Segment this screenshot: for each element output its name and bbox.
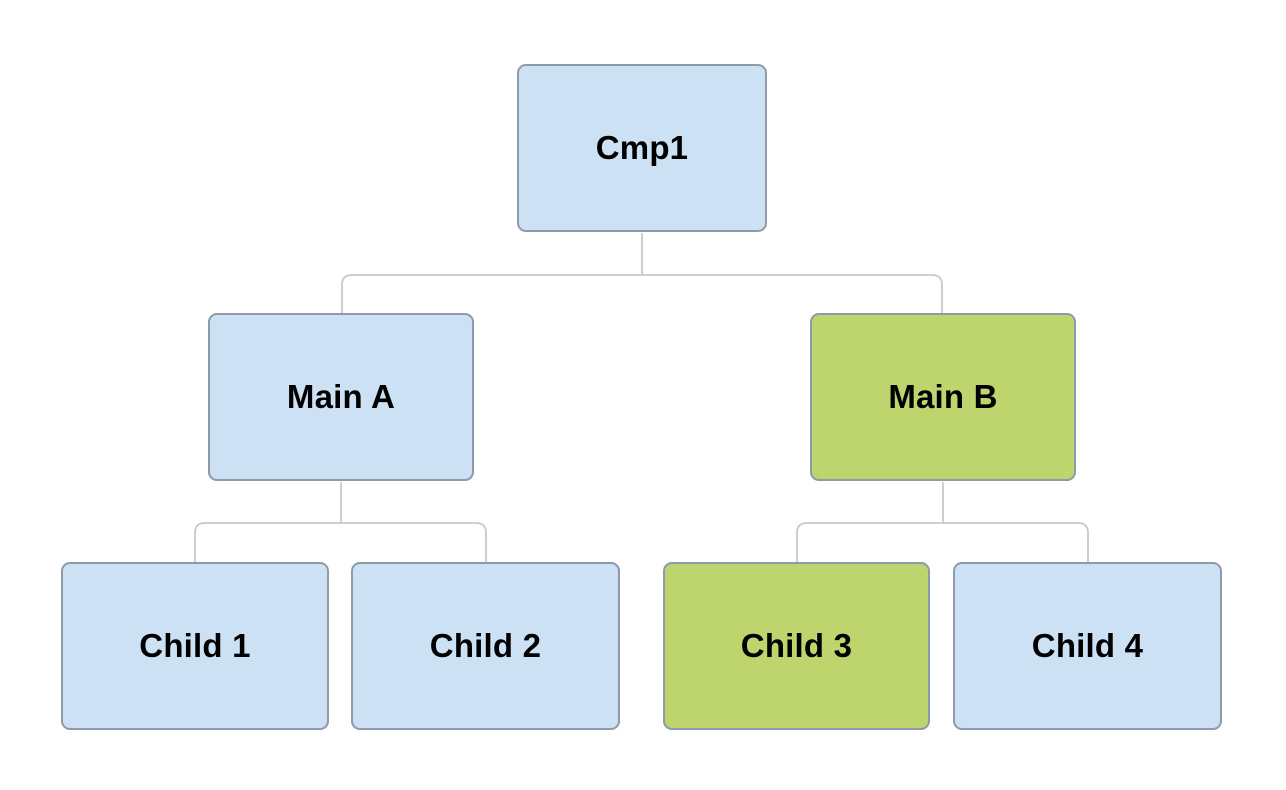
node-main-a[interactable]: Main A (208, 313, 474, 481)
node-child-4[interactable]: Child 4 (953, 562, 1222, 730)
node-child-3[interactable]: Child 3 (663, 562, 930, 730)
node-label: Child 3 (740, 627, 853, 664)
node-label: Child 1 (139, 627, 251, 664)
node-label: Main A (286, 378, 396, 415)
connector-main-a-rail (194, 522, 487, 563)
node-main-b[interactable]: Main B (810, 313, 1076, 481)
connector-cmp1-rail (341, 274, 943, 314)
node-label: Child 4 (1031, 627, 1144, 664)
connector-main-b-rail (796, 522, 1089, 563)
node-label: Main B (888, 378, 998, 415)
node-child-2[interactable]: Child 2 (351, 562, 620, 730)
node-label: Child 2 (429, 627, 542, 664)
node-child-1[interactable]: Child 1 (61, 562, 329, 730)
node-label: Cmp1 (595, 129, 689, 166)
node-cmp1[interactable]: Cmp1 (517, 64, 767, 232)
